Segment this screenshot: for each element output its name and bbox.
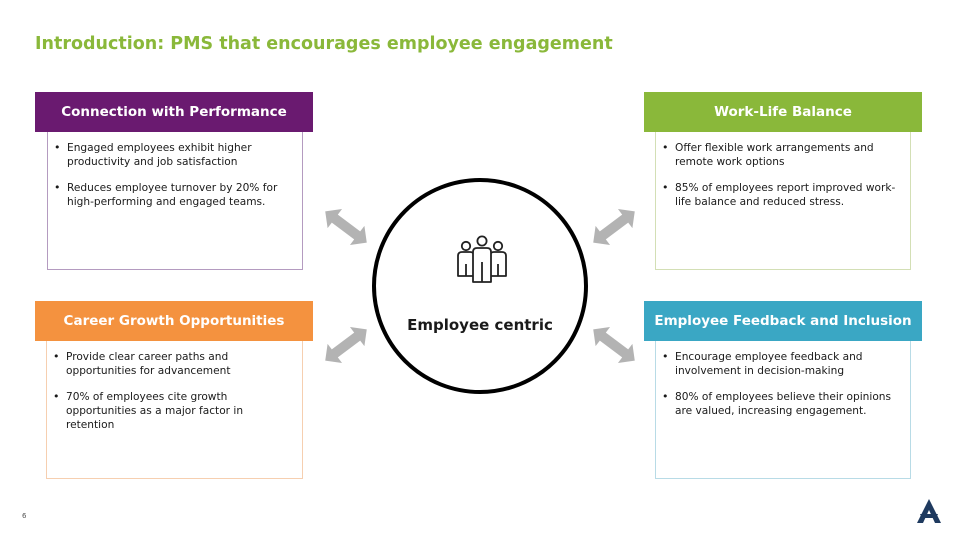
card-body: Encourage employee feedback and involvem… (655, 341, 911, 479)
double-arrow-icon (593, 326, 635, 364)
center-circle: Employee centric (372, 178, 588, 394)
bullet-item: Offer flexible work arrangements and rem… (662, 141, 902, 169)
page-number: 6 (22, 512, 27, 520)
bullet-item: 80% of employees believe their opinions … (662, 390, 902, 418)
card-body: Engaged employees exhibit higher product… (47, 132, 303, 270)
center-label: Employee centric (407, 316, 553, 334)
company-logo-icon (917, 499, 941, 523)
bullet-item: Provide clear career paths and opportuni… (53, 350, 294, 378)
bullet-item: Reduces employee turnover by 20% for hig… (54, 181, 294, 209)
card-header: Work-Life Balance (644, 92, 922, 132)
bullet-item: Encourage employee feedback and involvem… (662, 350, 902, 378)
card-body: Provide clear career paths and opportuni… (46, 341, 303, 479)
card-header: Connection with Performance (35, 92, 313, 132)
double-arrow-icon (593, 208, 635, 246)
double-arrow-icon (325, 326, 367, 364)
bullet-item: 85% of employees report improved work-li… (662, 181, 902, 209)
card-header: Employee Feedback and Inclusion (644, 301, 922, 341)
card-header: Career Growth Opportunities (35, 301, 313, 341)
people-group-icon (457, 235, 507, 283)
card-body: Offer flexible work arrangements and rem… (655, 132, 911, 270)
double-arrow-icon (325, 208, 367, 246)
bullet-item: 70% of employees cite growth opportuniti… (53, 390, 294, 432)
bullet-item: Engaged employees exhibit higher product… (54, 141, 294, 169)
slide-title: Introduction: PMS that encourages employ… (35, 34, 613, 54)
